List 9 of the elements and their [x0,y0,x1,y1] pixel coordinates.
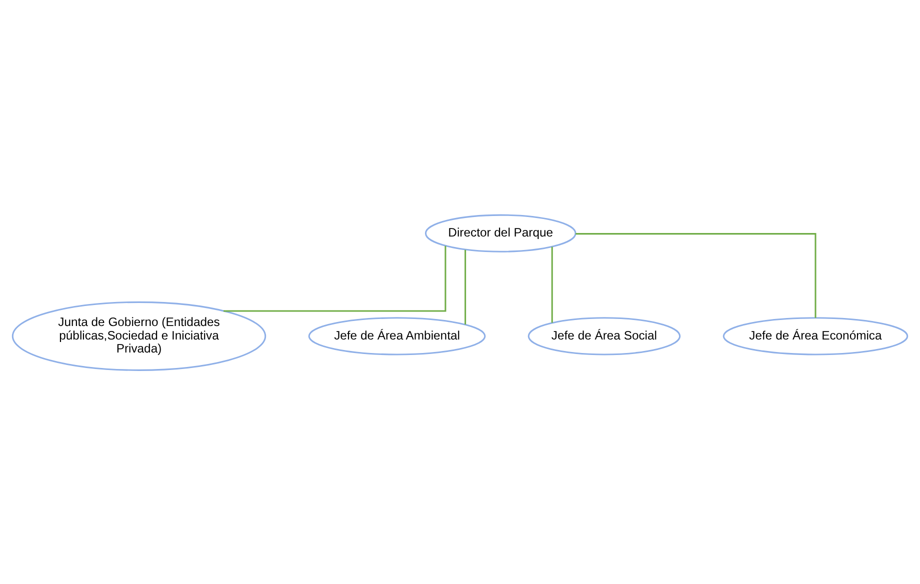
node-ellipse: Jefe de Área Ambiental [308,316,486,355]
node-ellipse: Jefe de Área Social [528,316,681,355]
node-ellipse: Jefe de Área Económica [722,316,908,355]
connector [576,232,816,318]
connector [224,245,446,312]
node-ellipse: Junta de Gobierno (Entidades públicas,Sociedad e Iniciativa Privada) [12,300,266,370]
node-ellipse: Director del Parque [424,214,576,252]
connector [464,249,466,324]
connector [551,246,553,322]
